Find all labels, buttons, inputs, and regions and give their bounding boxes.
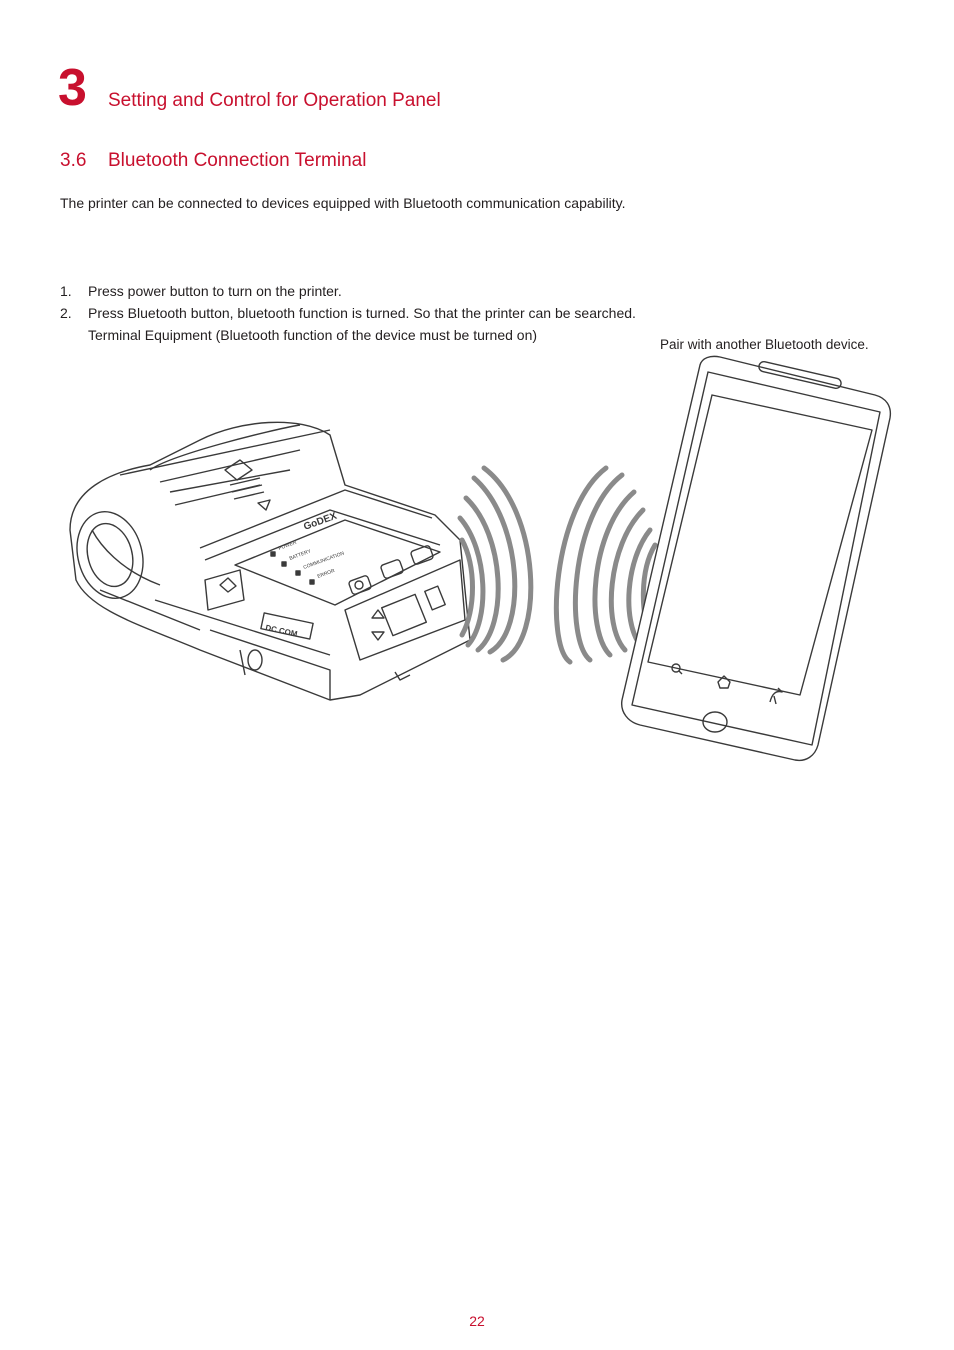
smartphone-illustration [621,355,892,762]
section-number: 3.6 [60,150,87,171]
pair-caption: Pair with another Bluetooth device. [660,337,869,352]
list-item: 1. Press power button to turn on the prin… [60,280,636,302]
section-heading: 3.6 Bluetooth Connection Terminal [60,150,366,172]
list-item: Terminal Equipment (Bluetooth function o… [60,324,636,346]
wireless-waves-icon [457,465,658,665]
chapter-title: Setting and Control for Operation Panel [108,90,441,111]
section-title: Bluetooth Connection Terminal [108,150,367,171]
step-number: 1. [60,283,72,299]
led-label-error: ERROR [317,568,336,580]
intro-paragraph: The printer can be connected to devices … [60,195,626,211]
steps-list: 1. Press power button to turn on the prin… [60,280,636,346]
step-text: Press power button to turn on the printe… [88,283,342,299]
printer-illustration [69,421,471,701]
step-number: 2. [60,305,72,321]
step-text: Press Bluetooth button, bluetooth functi… [88,305,636,321]
chapter-number: 3 [58,59,87,117]
list-item: 2. Press Bluetooth button, bluetooth func… [60,302,636,324]
page-number: 22 [469,1313,485,1329]
step-text: Terminal Equipment (Bluetooth function o… [88,327,538,343]
